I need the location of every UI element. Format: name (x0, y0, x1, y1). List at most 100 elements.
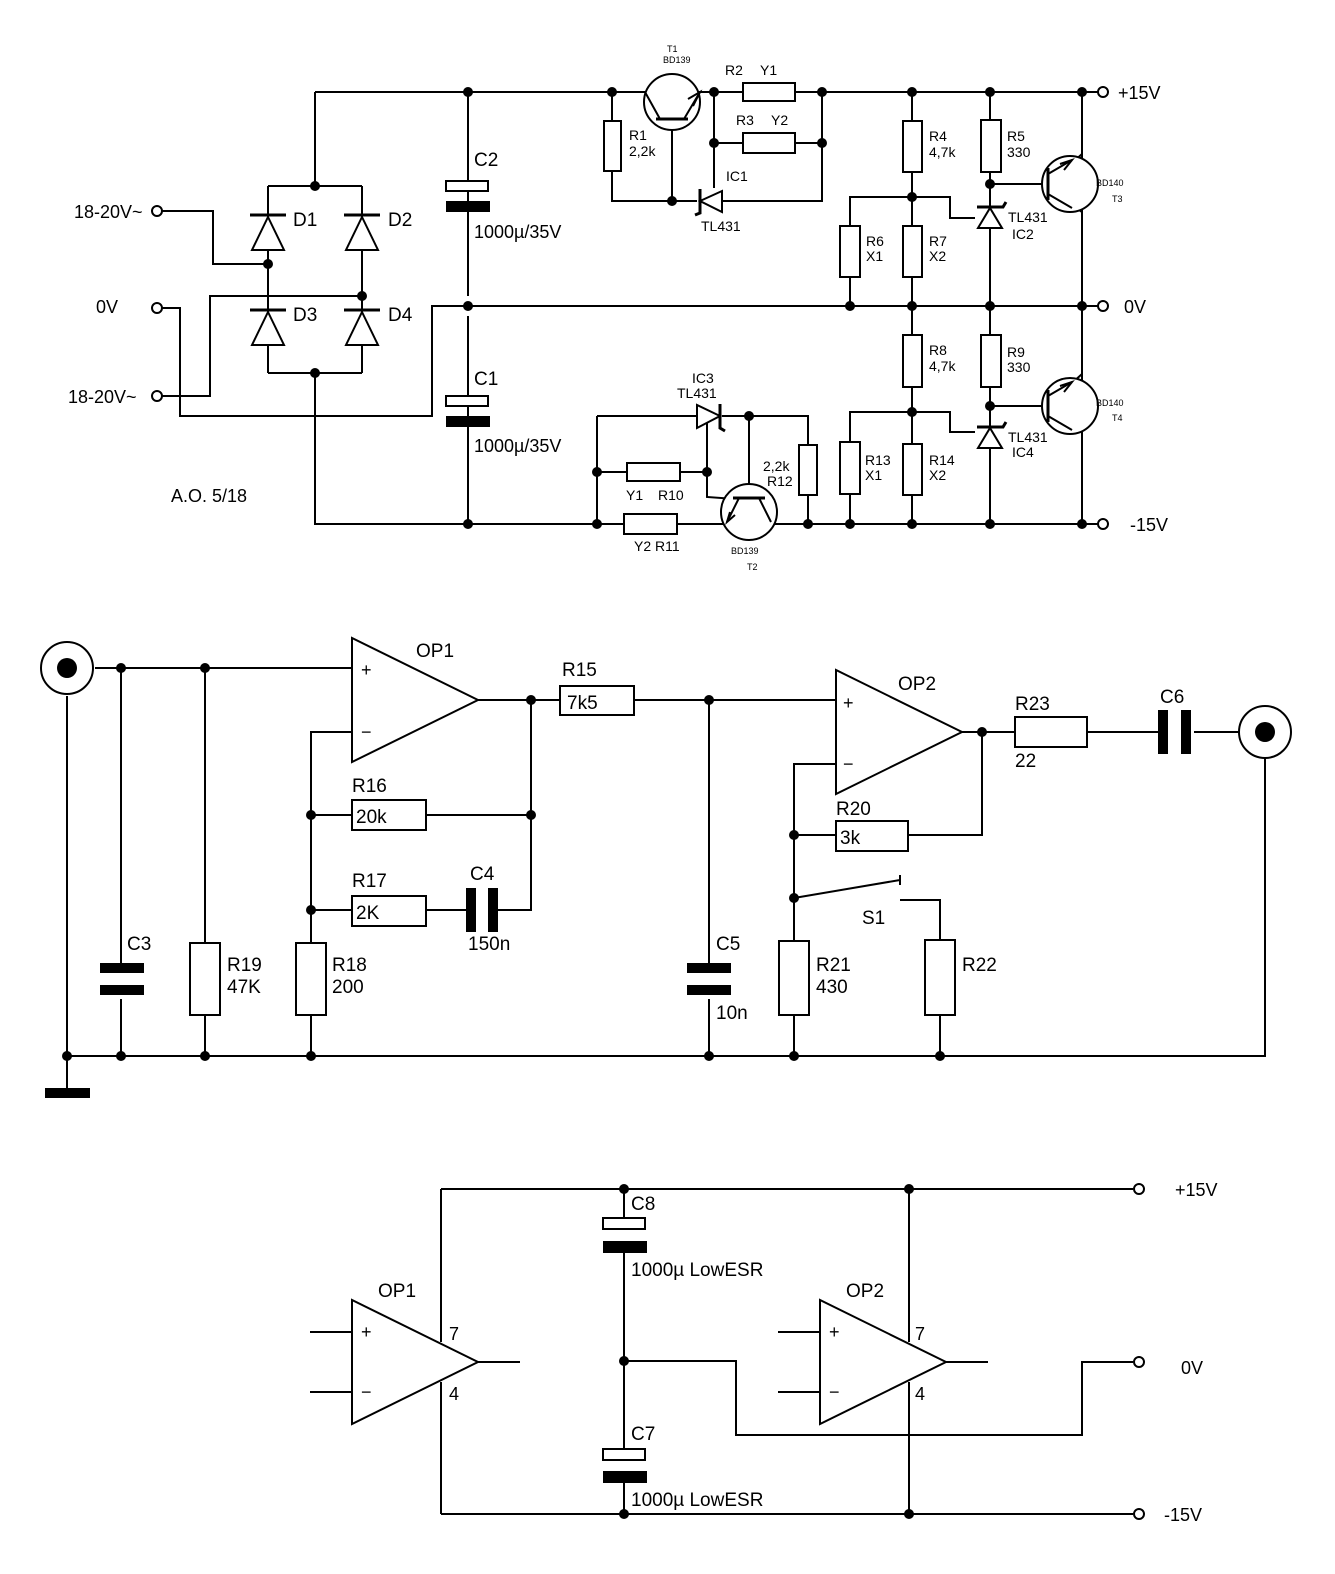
r18-ref: R18 (332, 955, 367, 976)
sw-op2-plus: + (829, 1322, 840, 1342)
amp-junctions (62, 663, 987, 1061)
t3-ref: T3 (1112, 194, 1123, 204)
resistor-r9 (980, 334, 1002, 388)
r12-value: 2,2k (763, 458, 790, 474)
capacitor-c7 (602, 1448, 647, 1483)
c4-ref: C4 (470, 864, 495, 885)
ac1-terminal[interactable] (151, 205, 163, 217)
amp-capacitors (100, 710, 1191, 995)
t3-type: BD140 (1096, 178, 1124, 188)
zero-in-label: 0V (96, 297, 118, 317)
capacitor-c6 (1158, 710, 1191, 754)
pos15-out-terminal[interactable] (1097, 86, 1109, 98)
r19-value: 47K (227, 977, 261, 998)
output-jack[interactable] (1238, 705, 1292, 759)
sw-zero-terminal[interactable] (1133, 1356, 1145, 1368)
r9-value: 330 (1007, 359, 1031, 375)
resistor-r1 (603, 120, 622, 172)
r6-value: X1 (866, 248, 883, 264)
ps-labels: 18-20V~ 0V 18-20V~ +15V 0V -15V A.O. 5/1… (68, 44, 1168, 572)
t4-type: BD140 (1096, 398, 1124, 408)
r3-value: Y2 (771, 112, 788, 128)
r12-ref: R12 (767, 473, 793, 489)
r13-value: X1 (865, 467, 882, 483)
power-supply-section: 18-20V~ 0V 18-20V~ +15V 0V -15V A.O. 5/1… (68, 44, 1168, 572)
r23-ref: R23 (1015, 694, 1050, 715)
op2-label: OP2 (898, 674, 936, 695)
r5-value: 330 (1007, 144, 1031, 160)
ic4-ref: IC4 (1012, 444, 1034, 460)
op2-plus: + (843, 693, 854, 713)
c6-ref: C6 (1160, 687, 1184, 708)
pos15-label: +15V (1118, 83, 1161, 103)
c8-ref: C8 (631, 1194, 655, 1215)
d4-label: D4 (388, 305, 413, 326)
input-jack[interactable] (40, 641, 94, 695)
capacitor-c8 (602, 1217, 647, 1253)
sw-neg15-terminal[interactable] (1133, 1508, 1145, 1520)
neg15-label: -15V (1130, 515, 1168, 535)
t2-type: BD139 (731, 546, 759, 556)
c3-ref: C3 (127, 934, 151, 955)
r18-value: 200 (332, 977, 364, 998)
r1-ref: R1 (629, 127, 647, 143)
sw-zero-label: 0V (1181, 1358, 1203, 1378)
resistor-r7 (902, 225, 923, 278)
op1-label: OP1 (416, 641, 454, 662)
resistor-r16 (351, 799, 427, 831)
resistor-r23 (1014, 716, 1088, 748)
r11-value: Y2 (634, 538, 651, 554)
r15-value: 7k5 (567, 693, 598, 714)
resistor-r22 (924, 939, 956, 1016)
ic1-ref: IC1 (726, 168, 748, 184)
r7-ref: R7 (929, 233, 947, 249)
capacitor-c1 (445, 395, 490, 427)
sw-op2-pin4: 4 (915, 1384, 925, 1404)
resistor-r20 (835, 820, 909, 852)
r8-ref: R8 (929, 342, 947, 358)
sw-neg15-label: -15V (1164, 1505, 1202, 1525)
resistor-r18 (295, 942, 327, 1016)
capacitor-c5 (687, 963, 731, 995)
zero-in-terminal[interactable] (151, 302, 163, 314)
t1-type: BD139 (663, 55, 691, 65)
c8-value: 1000µ LowESR (631, 1260, 763, 1281)
r8-value: 4,7k (929, 358, 956, 374)
ic3-type: TL431 (677, 385, 717, 401)
amp-resistors (189, 685, 1088, 1016)
ac2-terminal[interactable] (151, 390, 163, 402)
sw-op1-plus: + (361, 1322, 372, 1342)
r7-value: X2 (929, 248, 946, 264)
t4-ref: T4 (1112, 413, 1123, 423)
resistor-r19 (189, 942, 221, 1016)
c1-value: 1000µ/35V (474, 436, 561, 456)
r20-ref: R20 (836, 799, 871, 820)
t2-ref: T2 (747, 562, 758, 572)
resistor-r2 (742, 82, 796, 102)
r21-ref: R21 (816, 955, 851, 976)
sw-pos15-terminal[interactable] (1133, 1183, 1145, 1195)
supply-junctions (619, 1184, 914, 1519)
r16-value: 20k (356, 807, 387, 828)
ic2-ref: IC2 (1012, 226, 1034, 242)
r2-value: Y1 (760, 62, 777, 78)
bridge-diodes (250, 213, 380, 346)
r10-ref: R10 (658, 487, 684, 503)
opamp-op2: + − (835, 668, 965, 796)
resistor-r5 (980, 119, 1002, 173)
r23-value: 22 (1015, 751, 1036, 772)
c5-value: 10n (716, 1003, 748, 1024)
capacitor-c4 (466, 888, 498, 932)
capacitor-c3 (100, 963, 144, 995)
ps-junctions (263, 87, 1087, 529)
diode-d4 (344, 308, 380, 346)
r4-value: 4,7k (929, 144, 956, 160)
resistor-r17 (351, 895, 427, 927)
resistor-r13 (839, 441, 861, 495)
zero-out-terminal[interactable] (1097, 300, 1109, 312)
neg15-out-terminal[interactable] (1097, 518, 1109, 530)
tl431-ic3 (696, 403, 726, 433)
op2-minus: − (843, 754, 854, 774)
resistor-r4 (902, 120, 923, 173)
